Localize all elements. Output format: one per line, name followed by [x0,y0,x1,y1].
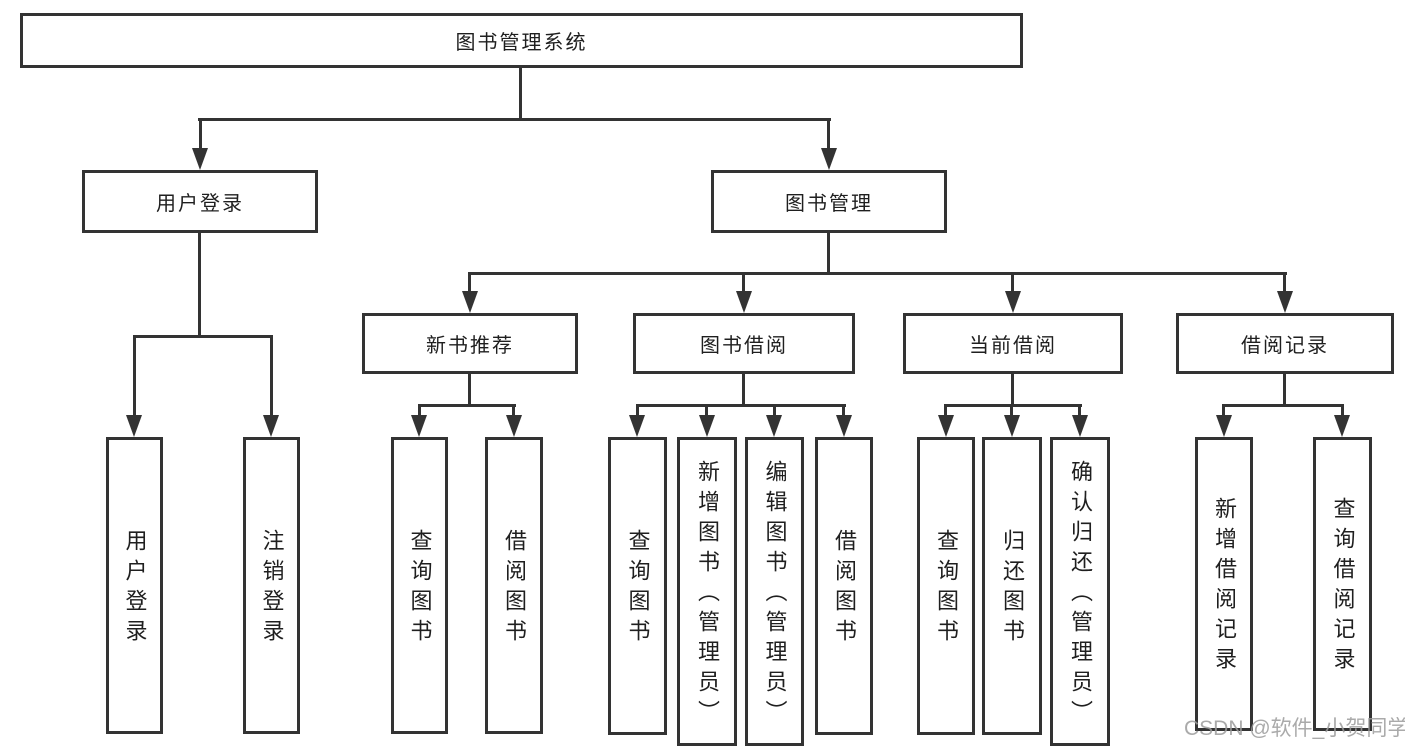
arrowhead-nb-leaf1 [411,415,427,437]
leaf-query-books-borrow: 查询图书 [608,437,667,735]
connector-level2-hline [198,118,831,121]
connector-bb-leaf3-drop [773,404,776,418]
connector-borrow-records-hline [1222,404,1344,407]
connector-current-borrow-drop [1011,272,1014,296]
connector-bb-leaf1-drop [636,404,639,418]
connector-bb-leaf2-drop [705,404,708,418]
arrowhead-bb-leaf1 [629,415,645,437]
arrowhead-nb-leaf2 [506,415,522,437]
arrowhead-login-leaf [126,415,142,437]
connector-level3-hline [468,272,1287,275]
leaf-user-login: 用户登录 [106,437,163,734]
leaf-add-borrow-record: 新增借阅记录 [1195,437,1253,731]
node-root: 图书管理系统 [20,13,1023,68]
leaf-query-borrow-record: 查询借阅记录 [1313,437,1372,731]
connector-current-borrow-hline [944,404,1082,407]
arrowhead-new-book [462,291,478,313]
arrowhead-cb-leaf1 [938,415,954,437]
node-book-management: 图书管理 [711,170,947,233]
connector-book-borrow-drop [742,272,745,296]
leaf-query-books-current: 查询图书 [917,437,975,735]
connector-user-login-stem [198,233,201,338]
node-new-book-recommend: 新书推荐 [362,313,578,374]
leaf-edit-books-admin: 编辑图书（管理员） [745,437,804,746]
connector-login-leaf-drop [133,335,136,419]
connector-nb-leaf1-drop [418,404,421,418]
connector-current-borrow-stem [1011,374,1014,407]
leaf-query-books-recommend: 查询图书 [391,437,448,734]
arrowhead-user-login [192,148,208,170]
connector-cb-leaf1-drop [944,404,947,418]
arrowhead-cb-leaf2 [1004,415,1020,437]
connector-bb-leaf4-drop [842,404,845,418]
arrowhead-bb-leaf3 [766,415,782,437]
arrowhead-current-borrow [1005,291,1021,313]
connector-br-leaf1-drop [1222,404,1225,418]
leaf-confirm-return-admin: 确认归还（管理员） [1050,437,1110,746]
connector-new-book-stem [468,374,471,407]
connector-borrow-records-stem [1283,374,1286,407]
arrowhead-book-borrow [736,291,752,313]
node-borrow-records: 借阅记录 [1176,313,1394,374]
connector-user-login-drop [199,118,202,154]
connector-book-borrow-hline [636,404,846,407]
connector-user-login-hline [133,335,273,338]
node-user-login: 用户登录 [82,170,318,233]
connector-root-stem [519,68,522,121]
csdn-watermark: CSDN @软件_小贺同学 [1184,717,1405,740]
node-current-borrow: 当前借阅 [903,313,1123,374]
connector-book-mgmt-stem [827,233,830,275]
leaf-borrow-books-recommend: 借阅图书 [485,437,543,734]
connector-book-borrow-stem [742,374,745,407]
arrowhead-cb-leaf3 [1072,415,1088,437]
node-book-borrow: 图书借阅 [633,313,855,374]
connector-cb-leaf2-drop [1010,404,1013,418]
arrowhead-book-mgmt [821,148,837,170]
leaf-add-books-admin: 新增图书（管理员） [677,437,737,746]
connector-new-book-hline [418,404,516,407]
leaf-logout: 注销登录 [243,437,300,734]
connector-br-leaf2-drop [1341,404,1344,418]
arrowhead-br-leaf2 [1334,415,1350,437]
connector-logout-leaf-drop [270,335,273,419]
arrowhead-bb-leaf2 [699,415,715,437]
arrowhead-logout-leaf [263,415,279,437]
connector-borrow-records-drop [1283,272,1286,296]
arrowhead-br-leaf1 [1216,415,1232,437]
leaf-borrow-books: 借阅图书 [815,437,873,735]
connector-nb-leaf2-drop [512,404,515,418]
connector-book-mgmt-drop [827,118,830,154]
connector-new-book-drop [468,272,471,296]
connector-cb-leaf3-drop [1078,404,1081,418]
arrowhead-borrow-records [1277,291,1293,313]
arrowhead-bb-leaf4 [836,415,852,437]
leaf-return-books: 归还图书 [982,437,1042,735]
